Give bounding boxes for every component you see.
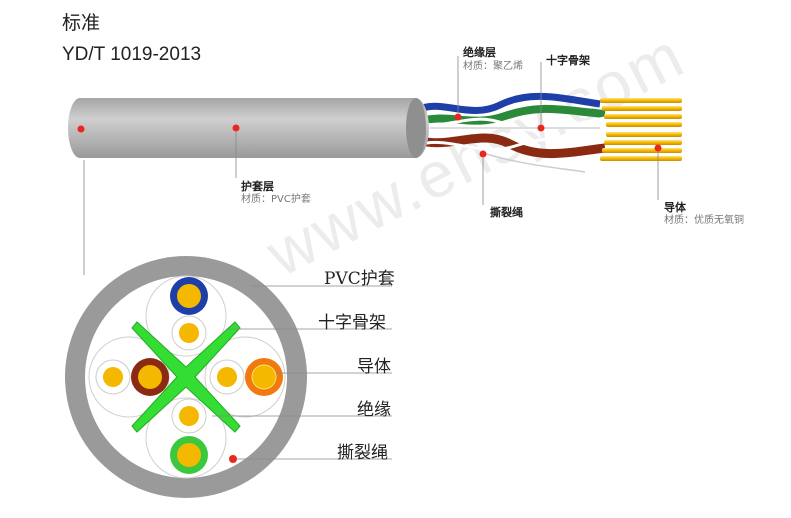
twisted-pairs (416, 92, 606, 173)
pair-orange (209, 358, 283, 396)
cable-cross-section (65, 256, 392, 498)
label-pvc-jacket: PVC护套 (324, 269, 395, 289)
jacket-tube (68, 98, 429, 158)
conductor-wires (600, 98, 682, 161)
callout-jacket-title: 护套层 (241, 180, 274, 193)
pair-green (170, 398, 208, 474)
label-cross-filler: 十字骨架 (318, 313, 386, 333)
callout-insulation-material: 材质：聚乙烯 (463, 61, 523, 72)
callout-cross-filler-title: 十字骨架 (546, 54, 590, 67)
callout-jacket-material: 材质：PVC护套 (241, 194, 311, 205)
label-insulation: 绝缘 (357, 400, 391, 420)
label-conductor: 导体 (357, 357, 391, 377)
pair-blue (170, 277, 208, 351)
callout-ripcord-title: 撕裂绳 (490, 206, 523, 219)
callout-insulation-title: 绝缘层 (463, 46, 496, 59)
callout-conductor-material: 材质：优质无氧铜 (664, 215, 744, 226)
callout-conductor-title: 导体 (664, 201, 686, 214)
pair-brown (95, 358, 169, 396)
label-ripcord: 撕裂绳 (337, 443, 388, 463)
cross-filler-shape (131, 321, 241, 433)
cable-side-view (68, 56, 682, 275)
standard-code: YD/T 1019-2013 (62, 44, 202, 65)
standard-label: 标准 (62, 12, 101, 34)
